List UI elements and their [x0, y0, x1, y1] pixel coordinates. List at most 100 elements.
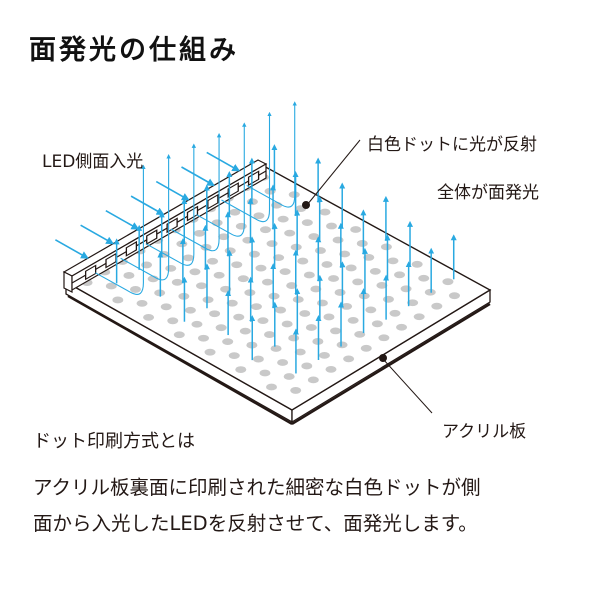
dot — [228, 352, 240, 360]
led-chip — [125, 240, 138, 257]
dot — [330, 327, 342, 335]
dot — [215, 324, 227, 332]
dot — [418, 274, 430, 282]
section-body: アクリル板裏面に印刷された細密な白色ドットが側 面から入光したLEDを反射させて… — [33, 470, 593, 542]
dot — [211, 219, 223, 227]
dot — [350, 226, 362, 233]
led-chip — [186, 205, 199, 222]
dot — [389, 309, 401, 317]
incoming-light-arrows — [55, 151, 241, 259]
dot — [303, 271, 315, 279]
dot — [343, 355, 355, 363]
incoming-arrow — [80, 224, 115, 245]
dot — [281, 320, 293, 328]
reflect-path — [170, 132, 222, 252]
incoming-arrow — [206, 151, 241, 172]
dot — [347, 316, 359, 324]
dot — [268, 292, 280, 300]
incoming-arrow — [105, 209, 140, 230]
reflect-path — [145, 143, 197, 266]
dot — [376, 281, 388, 289]
dot — [305, 324, 317, 331]
dot — [307, 376, 319, 384]
led-chip — [146, 229, 158, 245]
dot — [207, 257, 219, 265]
dot — [334, 289, 346, 296]
dot — [336, 341, 348, 349]
reflection-paths — [95, 101, 297, 295]
dot — [396, 323, 408, 331]
dot — [369, 267, 381, 275]
dot — [284, 229, 296, 237]
incoming-arrow — [181, 166, 215, 186]
dot — [294, 348, 306, 356]
leader-lines — [302, 139, 433, 414]
dot — [176, 240, 188, 248]
dot — [218, 233, 230, 241]
white-dots — [81, 173, 460, 394]
dot — [378, 334, 390, 342]
reflect-path — [196, 122, 247, 237]
dot — [308, 233, 320, 240]
dot — [160, 303, 172, 311]
label-whole-surface: 全体が面発光 — [437, 183, 539, 203]
label-acrylic-plate: アクリル板 — [442, 422, 527, 442]
dot — [332, 236, 344, 244]
dot — [141, 261, 153, 269]
dot — [323, 313, 335, 321]
reflect-path — [246, 101, 297, 208]
dot — [239, 327, 251, 335]
dot — [235, 222, 247, 230]
label-led-side-entry: LED側面入光 — [42, 152, 144, 172]
dot — [277, 215, 289, 223]
dot — [424, 288, 436, 296]
dot — [286, 282, 298, 289]
section-heading: ドット印刷方式とは — [33, 431, 195, 452]
dot — [411, 260, 423, 268]
dot — [292, 296, 304, 303]
dot — [310, 285, 322, 293]
dot — [345, 264, 357, 272]
dot — [365, 306, 377, 314]
dot — [262, 278, 274, 286]
dot — [213, 271, 225, 279]
dot — [222, 338, 234, 346]
led-chip — [247, 170, 260, 187]
dot — [173, 331, 185, 339]
dot — [257, 317, 269, 324]
dot — [244, 289, 256, 297]
dot — [165, 264, 177, 272]
dot — [328, 275, 340, 282]
dot — [209, 310, 221, 318]
dot — [189, 268, 201, 276]
dot — [143, 313, 155, 321]
incoming-arrow — [55, 239, 89, 259]
dot — [301, 219, 313, 226]
dot — [407, 299, 419, 307]
dot — [193, 229, 205, 237]
led-chip — [227, 182, 239, 198]
dot — [380, 243, 392, 251]
dot — [354, 330, 366, 338]
dot — [253, 212, 265, 220]
dot — [431, 302, 443, 310]
dot — [316, 299, 328, 307]
dot — [112, 296, 124, 304]
reflect-path — [221, 111, 272, 223]
dot — [264, 331, 276, 338]
dot — [319, 208, 331, 216]
led-chip — [207, 193, 219, 210]
dot — [270, 345, 282, 352]
dot — [255, 264, 267, 272]
dot — [339, 250, 351, 258]
dot — [202, 296, 214, 304]
dot — [363, 254, 375, 261]
dot — [394, 271, 406, 279]
incoming-arrow — [155, 180, 190, 201]
dot — [318, 352, 330, 359]
dot — [252, 355, 264, 363]
dot — [352, 278, 364, 286]
dot — [283, 373, 295, 380]
dot — [382, 295, 394, 303]
